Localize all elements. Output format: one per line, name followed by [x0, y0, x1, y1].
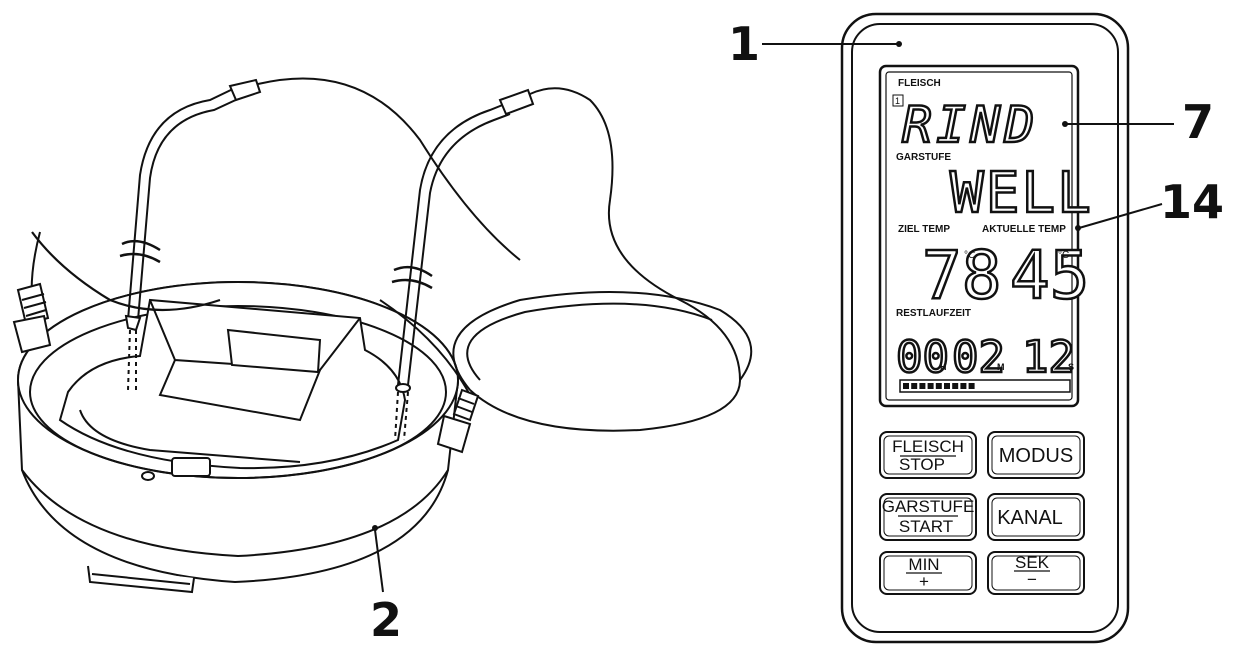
target-temp-unit: °C	[964, 250, 975, 261]
progress-segment	[911, 383, 918, 389]
progress-segment	[993, 383, 1000, 389]
target-temp-caption: ZIEL TEMP	[898, 224, 950, 235]
button-label-top: GARSTUFE	[882, 497, 975, 516]
progress-segment	[1058, 383, 1065, 389]
button-label-top: MIN	[908, 555, 939, 574]
button-label-top: SEK	[1015, 553, 1050, 572]
button-min-plus[interactable]: MIN +	[879, 551, 977, 595]
hours-display: 00	[896, 332, 949, 383]
progress-segment	[952, 383, 959, 389]
button-kanal[interactable]: KANAL	[987, 493, 1085, 541]
callout-2-number: 2	[370, 593, 402, 647]
progress-segment	[968, 383, 975, 389]
button-sek-minus[interactable]: SEK −	[987, 551, 1085, 595]
charging-base	[17, 281, 459, 594]
button-fleisch-stop[interactable]: FLEISCH STOP	[879, 431, 977, 479]
callout-1-dot	[896, 41, 902, 47]
callout-7-dot	[1062, 121, 1068, 127]
callout-7-number: 7	[1182, 95, 1214, 149]
button-label-top: FLEISCH	[892, 437, 964, 456]
minutes-display: 02	[952, 332, 1005, 383]
current-temp-display: 45	[1010, 237, 1089, 314]
channel-number: 1	[895, 96, 900, 106]
callout-14: 14	[1075, 175, 1224, 231]
button-modus[interactable]: MODUS	[987, 431, 1085, 479]
current-temp-caption: AKTUELLE TEMP	[982, 224, 1066, 235]
button-label-bottom: −	[1027, 570, 1037, 589]
button-garstufe-start[interactable]: GARSTUFE START	[879, 493, 977, 541]
callout-2: 2	[370, 525, 402, 647]
seconds-display: 12	[1022, 332, 1075, 383]
progress-fill	[903, 383, 1065, 389]
minutes-unit: M	[997, 362, 1005, 372]
callout-1-number: 1	[728, 17, 760, 71]
meat-display: RIND	[902, 96, 1038, 154]
callout-2-dot	[372, 525, 378, 531]
callout-1: 1	[728, 17, 902, 71]
progress-segment	[960, 383, 967, 389]
progress-segment	[935, 383, 942, 389]
hours-unit: H	[940, 362, 947, 372]
progress-segment	[944, 383, 950, 389]
callout-7: 7	[1062, 95, 1214, 149]
progress-segment	[903, 383, 909, 389]
right-plug	[436, 388, 480, 454]
progress-segment	[1017, 383, 1024, 389]
remaining-caption: RESTLAUFZEIT	[896, 308, 971, 319]
doneness-caption: GARSTUFE	[896, 152, 951, 163]
doneness-display: WELL	[950, 161, 1093, 226]
progress-segment	[985, 383, 991, 389]
button-label-bottom: +	[919, 572, 929, 591]
progress-segment	[1042, 383, 1049, 389]
progress-segment	[1034, 383, 1041, 389]
callout-14-number: 14	[1160, 175, 1224, 229]
progress-segment	[919, 383, 926, 389]
progress-segment	[1026, 383, 1032, 389]
probe-left	[119, 77, 521, 391]
meat-caption: FLEISCH	[898, 78, 941, 89]
target-temp-display: 78	[922, 237, 1001, 314]
receiver-device: FLEISCH 1 RIND GARSTUFE WELL ZIEL TEMP A…	[840, 12, 1130, 644]
button-label-bottom: START	[899, 517, 953, 536]
button-label: KANAL	[997, 507, 1063, 529]
left-plug	[12, 231, 221, 354]
probe-right	[391, 87, 741, 441]
channel-box	[892, 94, 904, 107]
current-temp-unit: °C	[1058, 250, 1069, 261]
progress-segment	[1001, 383, 1008, 389]
progress-segment	[1009, 383, 1016, 389]
callout-2-leader	[374, 529, 384, 593]
button-label-bottom: STOP	[899, 455, 945, 474]
seconds-unit: S	[1068, 362, 1074, 372]
button-label: MODUS	[999, 445, 1073, 467]
progress-segment	[1050, 383, 1057, 389]
right-cable	[379, 291, 753, 432]
callout-14-dot	[1075, 225, 1081, 231]
progress-segment	[927, 383, 934, 389]
callout-14-leader	[1078, 203, 1163, 229]
progress-segment	[976, 383, 983, 389]
